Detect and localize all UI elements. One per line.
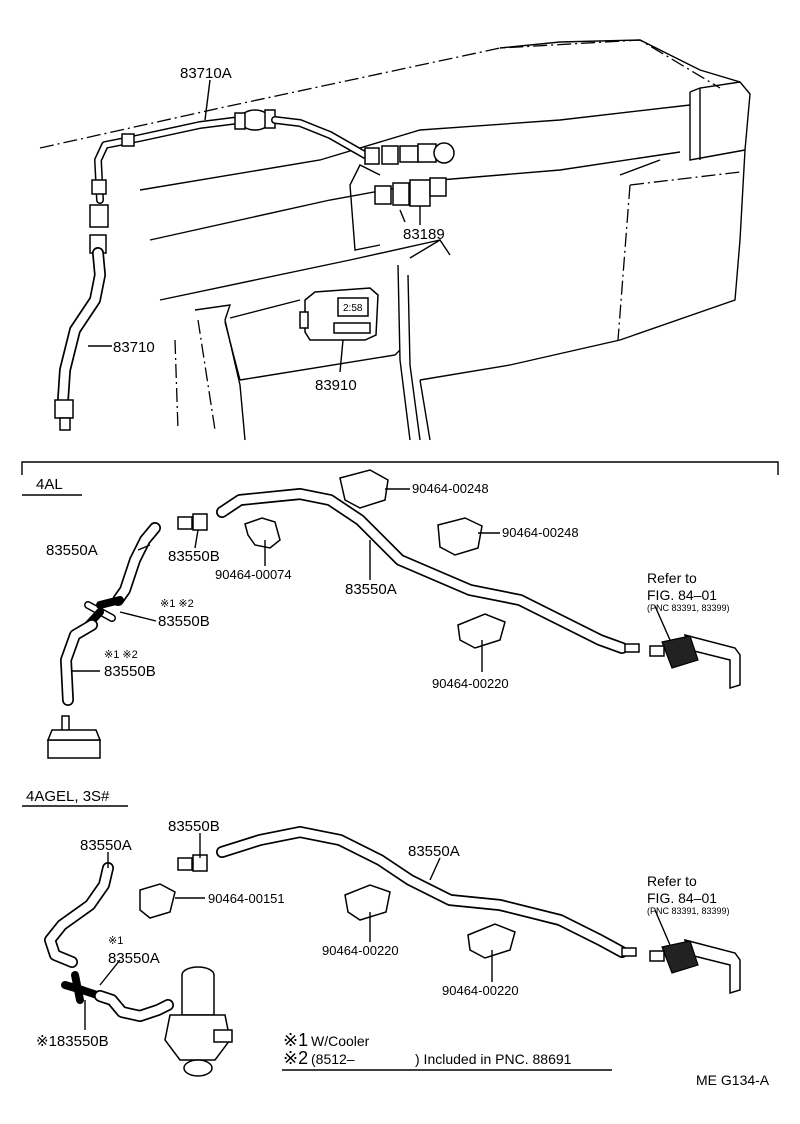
label-refer-to-4al: Refer to <box>647 570 697 586</box>
speedometer-cable-upper <box>89 109 455 228</box>
legend-text-1: W/Cooler <box>311 1033 370 1049</box>
label-83189: 83189 <box>403 226 445 243</box>
label-refer-to-4agel: Refer to <box>647 873 697 889</box>
svg-text:2:58: 2:58 <box>343 303 363 314</box>
label-83550B-tee-4al: 83550B <box>158 613 210 630</box>
vsv-bracket-4al <box>649 633 741 690</box>
label-note-4agel: ※1 <box>108 935 123 947</box>
legend-mark-2: ※2 <box>283 1048 308 1068</box>
speed-sensor-83189 <box>374 177 447 225</box>
label-90464-00248-lower: 90464-00248 <box>502 525 579 540</box>
label-83550B-top-4al: 83550B <box>168 548 220 565</box>
clip-90464-00151 <box>139 883 176 919</box>
label-83710A: 83710A <box>180 65 232 82</box>
label-83710: 83710 <box>113 339 155 356</box>
label-note-low-4al: ※1 ※2 <box>104 649 138 661</box>
label-90464-00220-lower-4agel: 90464-00220 <box>442 983 519 998</box>
legend-text-2a: (8512– <box>311 1051 355 1067</box>
section-title-4agel: 4AGEL, 3S# <box>26 788 110 805</box>
label-note-tee-4al: ※1 ※2 <box>160 598 194 610</box>
label-90464-00074: 90464-00074 <box>215 567 292 582</box>
label-83910: 83910 <box>315 377 357 394</box>
figure-code: ME G134-A <box>696 1072 770 1088</box>
hoses-4al <box>60 488 640 706</box>
label-pnc-4agel: (PNC 83391, 83399) <box>647 906 730 916</box>
clip-90464-00220-lower <box>467 923 516 959</box>
hoses-4agel <box>44 826 637 1022</box>
label-83550A-low-4agel: 83550A <box>108 950 160 967</box>
vsv-valve-4agel <box>164 966 233 1077</box>
section-title-4al: 4AL <box>36 476 63 493</box>
clip-90464-00220 <box>457 613 506 649</box>
instrument-panel-outline <box>39 39 751 441</box>
label-83550B-top-4agel: 83550B <box>168 818 220 835</box>
label-pnc-4al: (PNC 83391, 83399) <box>647 603 730 613</box>
section-frame-4al <box>21 461 779 496</box>
fittings-4al <box>46 513 208 759</box>
leaders-4agel <box>84 833 671 1030</box>
fittings-4agel <box>177 854 208 872</box>
clip-90464-00220-upper <box>344 884 391 921</box>
clip-90464-00248-lower <box>437 517 483 556</box>
legend-text-2b: ) Included in PNC. 88691 <box>415 1051 572 1067</box>
leaders-4al <box>72 488 671 672</box>
legend-mark-1: ※1 <box>283 1030 308 1050</box>
label-90464-00248-upper: 90464-00248 <box>412 481 489 496</box>
speedometer-cable-lower <box>54 234 107 431</box>
vsv-bracket-4agel <box>649 938 741 995</box>
label-83550B-low-4al: 83550B <box>104 663 156 680</box>
clip-90464-00248-upper <box>339 469 389 509</box>
label-83550A-left-4al: 83550A <box>46 542 98 559</box>
label-83550A-left-4agel: 83550A <box>80 837 132 854</box>
label-83550A-right-4agel: 83550A <box>408 843 460 860</box>
label-90464-00151: 90464-00151 <box>208 891 285 906</box>
leaders-top <box>88 79 406 373</box>
label-83550A-mid-4al: 83550A <box>345 581 397 598</box>
label-83550B-bottom-4agel: ※183550B <box>36 1033 109 1050</box>
label-fig-4al: FIG. 84–01 <box>647 587 717 603</box>
label-90464-00220-4al: 90464-00220 <box>432 676 509 691</box>
label-fig-4agel: FIG. 84–01 <box>647 890 717 906</box>
clock-83910: 2:58 <box>299 287 379 341</box>
legend: ※1 W/Cooler ※2 (8512– ) Included in PNC.… <box>282 1030 612 1071</box>
clip-90464-00074 <box>244 517 281 549</box>
label-90464-00220-upper-4agel: 90464-00220 <box>322 943 399 958</box>
